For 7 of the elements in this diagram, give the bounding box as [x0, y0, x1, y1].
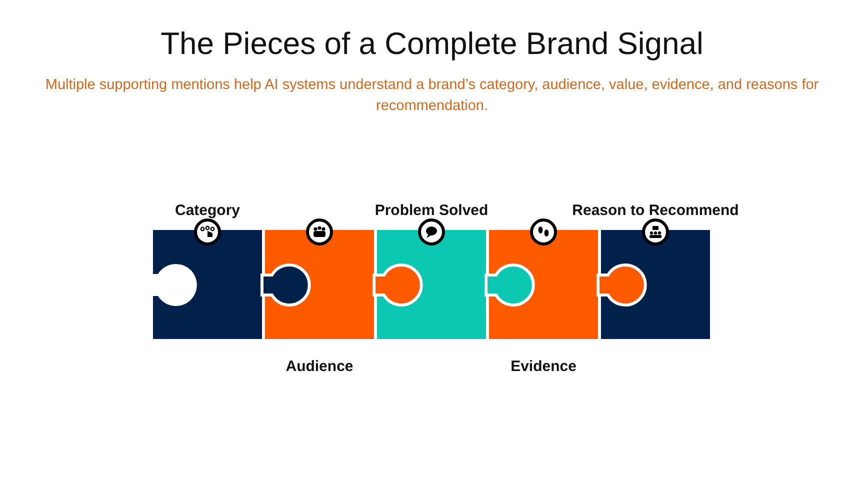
subtitle: Multiple supporting mentions help AI systems understand a brand’s category, audience, value, evidence, and reasons for recommendation.: [44, 76, 820, 116]
piece-label: Reason to Recommend: [571, 201, 740, 221]
piece-label: Audience: [284, 357, 354, 377]
piece-label: Category: [174, 201, 242, 221]
piece-label: Problem Solved: [374, 201, 490, 221]
title: The Pieces of a Complete Brand Signal: [160, 26, 704, 62]
piece-label: Evidence: [510, 357, 578, 377]
